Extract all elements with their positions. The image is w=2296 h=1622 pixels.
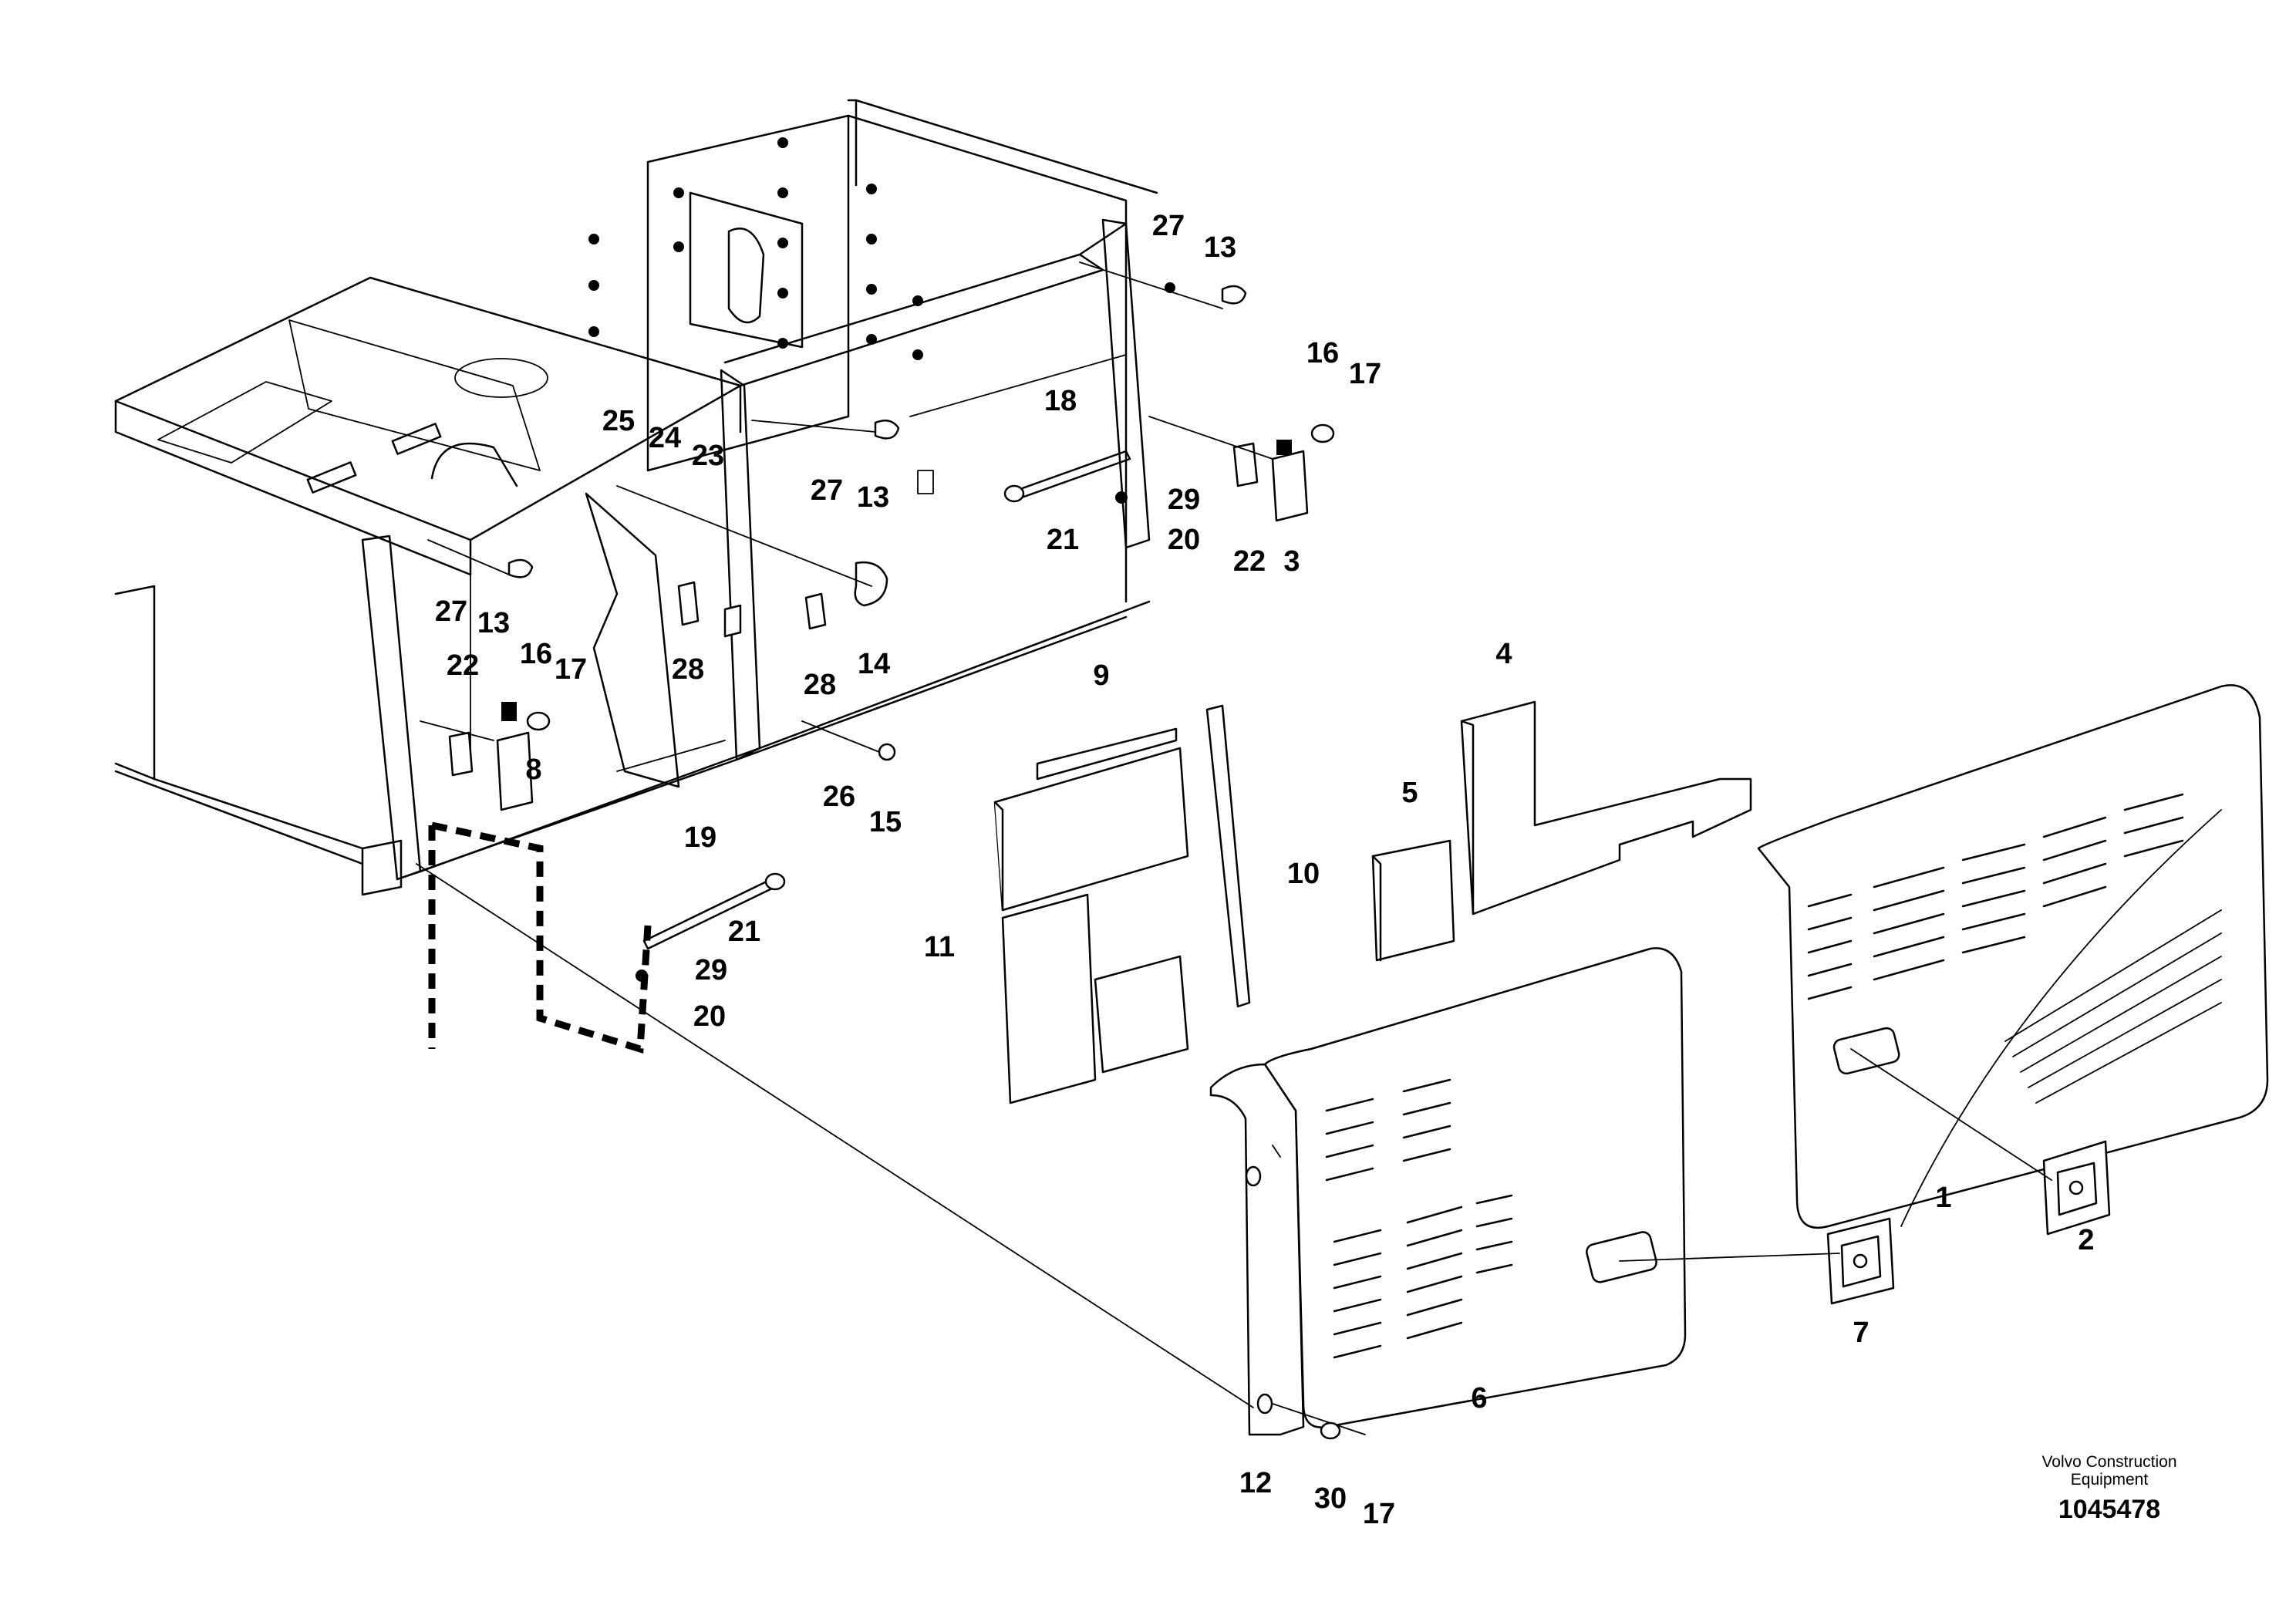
callout-25: 25 bbox=[602, 405, 635, 437]
callout-10: 10 bbox=[1287, 858, 1320, 890]
callout-28b: 28 bbox=[804, 669, 836, 701]
callout-13c: 13 bbox=[477, 607, 510, 639]
callout-14: 14 bbox=[858, 648, 890, 680]
callout-2: 2 bbox=[2078, 1224, 2094, 1256]
callout-20b: 20 bbox=[693, 1000, 726, 1033]
callout-29a: 29 bbox=[1168, 484, 1200, 516]
callout-13a: 13 bbox=[1204, 231, 1236, 264]
callout-17a: 17 bbox=[1349, 358, 1381, 390]
callout-5: 5 bbox=[1401, 777, 1418, 809]
callout-9: 9 bbox=[1093, 659, 1109, 692]
door-latch-middle bbox=[1826, 1217, 1895, 1305]
insulation-l-shaped bbox=[1460, 700, 1752, 916]
credit-line-1: Volvo Construction bbox=[2041, 1453, 2176, 1471]
callout-17c: 17 bbox=[1363, 1498, 1395, 1530]
callout-21b: 21 bbox=[728, 916, 760, 948]
callout-26: 26 bbox=[823, 781, 855, 813]
callout-27c: 27 bbox=[435, 595, 467, 628]
callout-3: 3 bbox=[1283, 545, 1300, 578]
callout-21a: 21 bbox=[1047, 524, 1079, 556]
callout-22a: 22 bbox=[1233, 545, 1266, 578]
louvre-slots-middle bbox=[1325, 1078, 1513, 1359]
callout-12: 12 bbox=[1239, 1467, 1272, 1499]
insulation-small-block bbox=[1371, 839, 1455, 962]
callout-7: 7 bbox=[1853, 1317, 1869, 1349]
credit-line-2: Equipment bbox=[2071, 1471, 2149, 1489]
side-door-panel-middle bbox=[1263, 947, 1687, 1428]
callout-18: 18 bbox=[1044, 385, 1077, 417]
hinge-right bbox=[1232, 440, 1309, 522]
callout-17b: 17 bbox=[555, 653, 587, 686]
callout-29b: 29 bbox=[695, 954, 727, 986]
callout-1: 1 bbox=[1935, 1182, 1951, 1214]
door-latch-right bbox=[2042, 1140, 2111, 1236]
callout-6: 6 bbox=[1471, 1382, 1487, 1415]
callout-23: 23 bbox=[692, 440, 724, 472]
callout-27a: 27 bbox=[1152, 210, 1185, 242]
callout-19: 19 bbox=[684, 821, 716, 854]
trim-strip bbox=[1209, 1063, 1305, 1436]
callout-8: 8 bbox=[525, 754, 541, 786]
callout-28a: 28 bbox=[672, 653, 704, 686]
callout-22b: 22 bbox=[447, 649, 479, 682]
side-door-panel-right bbox=[1757, 684, 2269, 1229]
machine-frame bbox=[114, 99, 1158, 896]
leader-lines bbox=[416, 261, 2052, 1440]
latch-brackets bbox=[677, 561, 888, 638]
frame-bolt-holes bbox=[588, 137, 923, 360]
callout-16a: 16 bbox=[1306, 337, 1339, 369]
document-number: 1045478 bbox=[2058, 1495, 2160, 1524]
seal-strip bbox=[1205, 704, 1251, 1008]
callout-16b: 16 bbox=[520, 638, 552, 670]
callout-30: 30 bbox=[1314, 1482, 1347, 1515]
callout-labels: 1234567891011121313131415161617171718192… bbox=[435, 210, 2095, 1530]
credit-block: Volvo Construction Equipment 1045478 bbox=[2041, 1453, 2176, 1524]
callout-27b: 27 bbox=[811, 474, 843, 507]
insulation-pads bbox=[993, 727, 1189, 1104]
callout-4: 4 bbox=[1495, 638, 1512, 670]
callout-13b: 13 bbox=[857, 481, 889, 514]
louvre-slots-right bbox=[1807, 793, 2184, 1000]
callout-11: 11 bbox=[924, 931, 955, 963]
callout-24: 24 bbox=[649, 422, 681, 454]
callout-15: 15 bbox=[869, 806, 902, 838]
hinge-left bbox=[448, 702, 534, 811]
support-rods bbox=[642, 450, 1131, 950]
callout-20a: 20 bbox=[1168, 524, 1200, 556]
